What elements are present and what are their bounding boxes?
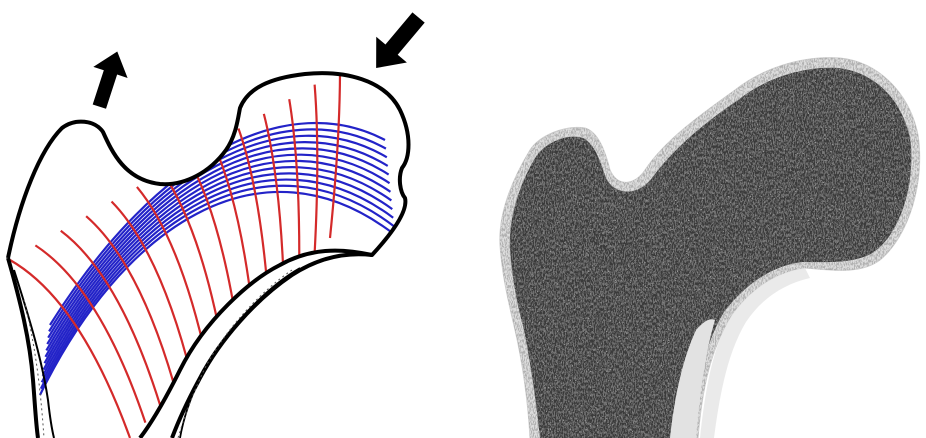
tension-arrow-icon [82,46,134,112]
trajectory-diagram-panel [0,0,440,438]
lateral-cortex-line [8,258,38,438]
bone-specimen-image [470,0,926,438]
bone-specimen-panel [470,0,926,438]
medial-cortex-outer-shaft [172,254,372,438]
tension-line [330,70,340,238]
trajectory-diagram [0,0,440,438]
load-arrow-icon [361,5,434,81]
